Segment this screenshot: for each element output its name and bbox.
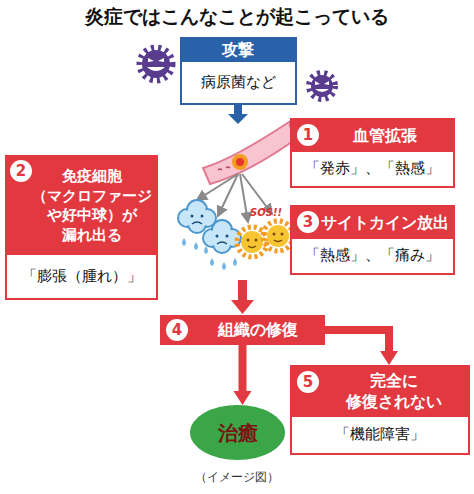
attack-arrow <box>234 105 242 115</box>
cytokine-cell <box>237 227 267 257</box>
water-droplets <box>182 238 186 246</box>
box-body: 「膨張（腫れ）」 <box>7 255 156 298</box>
node-text: サイトカイン放出 <box>321 213 449 234</box>
cytokine-cell <box>241 231 263 253</box>
callout-number: 3 <box>297 211 319 233</box>
immune-cell <box>192 222 202 224</box>
attack-box: 攻撃病原菌など <box>180 37 297 105</box>
germ-right <box>315 81 320 85</box>
cytokine-cell <box>255 239 258 242</box>
node-text: 組織の修復 <box>218 320 298 341</box>
arrow-head <box>380 351 398 365</box>
immune-cell <box>213 235 231 253</box>
oval-shape <box>190 405 285 460</box>
cytokine-cell <box>274 240 282 242</box>
callout-number: 1 <box>297 124 319 146</box>
node-text: 「膨張（腫れ）」 <box>22 267 142 287</box>
node-text: 血管拡張 <box>353 126 417 147</box>
germ-right <box>309 73 335 99</box>
blood-vessel <box>218 167 230 170</box>
germ-left <box>148 58 154 62</box>
box-body: 「発赤」、「熱感」 <box>292 152 453 186</box>
diagram-caption: （イメージ図） <box>0 469 474 486</box>
flow-arrow <box>239 345 247 393</box>
repair-arrow <box>231 300 254 314</box>
immune-cell <box>216 235 219 238</box>
oval-content: 治癒 <box>190 405 285 460</box>
water-droplets <box>222 262 226 270</box>
attack-arrow <box>228 105 248 124</box>
cytokine-cell <box>237 221 293 257</box>
blood-vessel <box>232 154 248 170</box>
immune-cell <box>217 242 227 244</box>
germ-left <box>147 67 165 71</box>
node-text: 「機能障害」 <box>335 425 425 445</box>
immune-cell <box>188 215 206 233</box>
callout-number: 4 <box>166 319 188 341</box>
attack-arrow <box>228 114 248 124</box>
water-droplets <box>204 246 208 254</box>
node-text: 治癒 <box>218 420 258 446</box>
node-text: 「発赤」、「熱感」 <box>305 159 440 179</box>
callout-number: 2 <box>10 160 32 182</box>
germ-right <box>309 73 335 99</box>
result-oval: 治癒 <box>190 405 285 460</box>
repair-arrow <box>231 280 254 314</box>
immune-cell <box>191 215 194 218</box>
germ-left <box>140 48 172 80</box>
box-body: 病原菌など <box>182 62 295 103</box>
cytokine-cell <box>267 225 289 247</box>
box-header: 完全に 修復されない <box>292 367 468 417</box>
flow-arrow <box>234 345 252 405</box>
immune-cell <box>178 200 241 253</box>
cytokine-cell <box>281 233 284 236</box>
germ-left <box>158 58 164 62</box>
germ-left <box>142 50 170 78</box>
sos-mark: SOS!! <box>250 207 282 218</box>
cytokine-cell <box>248 246 256 248</box>
cytokine-cell <box>263 221 293 251</box>
immune-cell <box>226 235 229 238</box>
box-header: 攻撃 <box>182 39 295 62</box>
water-droplets <box>210 258 214 266</box>
water-droplets <box>194 242 198 250</box>
repair-arrow <box>238 280 247 302</box>
immune-cell <box>189 214 205 230</box>
flow-arrow <box>325 330 389 353</box>
germ-left <box>140 48 172 80</box>
cytokine-cell <box>273 233 276 236</box>
node-text: 「熱感」、「痛み」 <box>305 246 440 266</box>
cytokine-cell <box>247 239 250 242</box>
node-text: 完全に 修復されない <box>344 371 444 413</box>
blood-vessel <box>203 120 300 184</box>
water-droplets <box>233 258 237 266</box>
node-text: 病原菌など <box>201 73 276 93</box>
flow-arrow <box>325 330 398 365</box>
immune-cell <box>201 215 204 218</box>
germ-right <box>311 75 333 97</box>
immune-cell <box>214 234 230 250</box>
node-text: 攻撃 <box>222 40 254 61</box>
diagram-title: 炎症ではこんなことが起こっている <box>0 4 474 30</box>
germ-right <box>324 81 329 85</box>
arrow-head <box>234 391 252 405</box>
blood-vessel <box>236 158 244 166</box>
callout-number: 5 <box>297 371 319 393</box>
box-body: 「機能障害」 <box>292 417 468 453</box>
node-text: 免疫細胞 （マクロファージ や好中球）が 漏れ出る <box>31 167 153 245</box>
box-body: 「熱感」、「痛み」 <box>292 239 453 273</box>
spread-arrows <box>218 174 238 216</box>
germ-right <box>315 89 329 92</box>
water-droplets <box>182 238 237 270</box>
